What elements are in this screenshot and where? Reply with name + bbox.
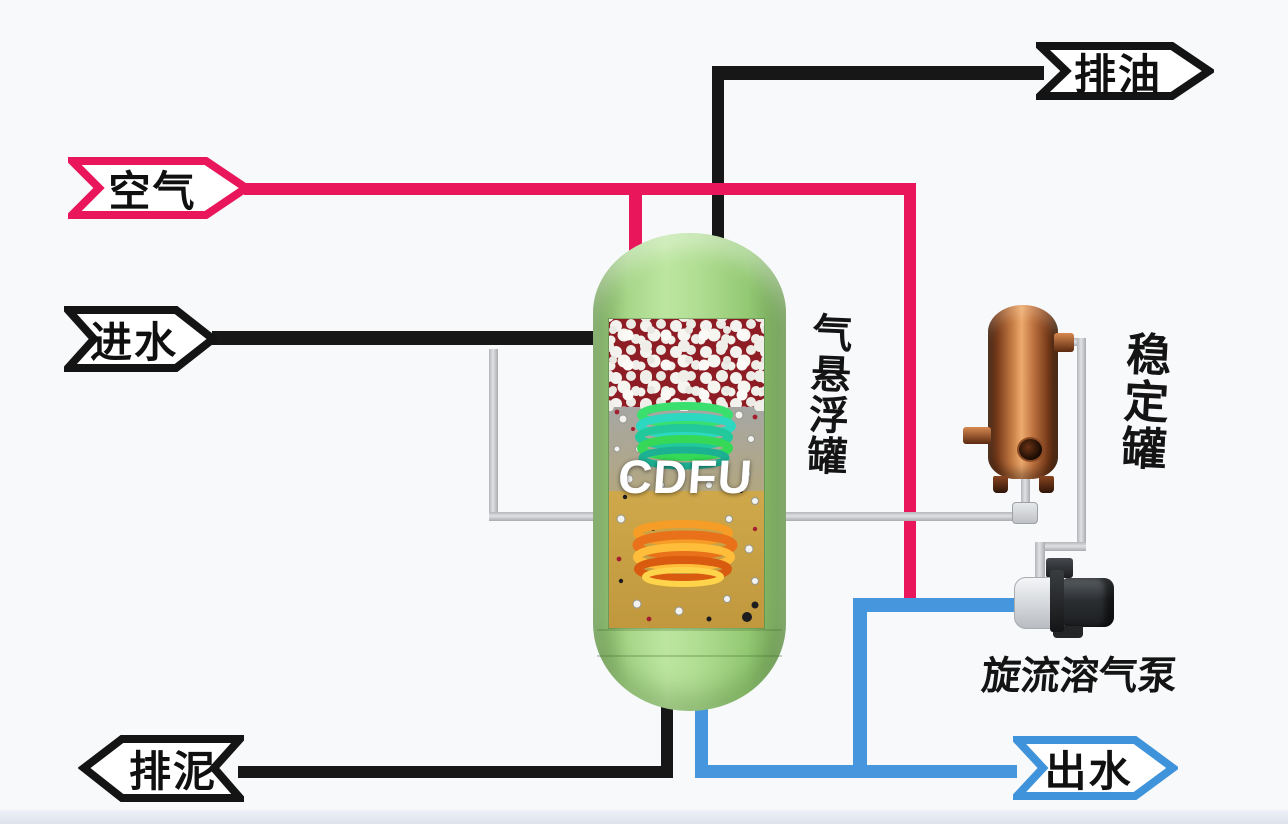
sludge-line-bottom [238,766,673,778]
floor-strip [0,810,1288,824]
tank-port [1017,437,1044,462]
sludge-line-drop [661,698,673,778]
tank-feed-stub [1021,478,1030,518]
banner-shape [1036,42,1214,100]
tank-leg [993,476,1008,493]
banner-water-out: 出水 [1013,736,1178,800]
outflow-riser [853,598,867,778]
air-line-drop-to-pump [904,183,916,598]
banner-label: 空气 [108,167,197,215]
tank-right-nozzle [1054,333,1074,352]
vessel-title: CDFU [616,450,755,503]
banner-sludge-out: 排泥 [78,735,244,802]
vessel-caption: 气悬浮罐 [800,311,852,477]
tank-downpipe [1077,338,1086,550]
air-line-branch-to-vessel [629,189,642,253]
cutaway-graphic [609,319,764,628]
pump-feed-horizontal [1037,542,1086,551]
vessel-seam [597,655,782,657]
banner-shape [78,735,244,802]
banner-shape [64,306,218,372]
banner-label: 进水 [89,318,178,366]
banner-shape [68,157,251,219]
inlet-line [212,331,602,345]
tank-caption: 稳定罐 [1113,329,1172,474]
banner-label: 排油 [1073,50,1162,98]
pump-collar [1050,570,1064,632]
oil-line-riser [712,66,724,252]
pump-caption: 旋流溶气泵 [979,655,1179,698]
banner-water-in: 进水 [64,306,218,372]
pump-motor [1062,578,1114,627]
outflow-drop [695,698,708,778]
tank-left-nozzle [963,427,991,444]
pump-suction-line [853,598,1018,612]
recycle-line-left-drop [489,349,498,517]
banner-air-in: 空气 [68,157,251,219]
banner-oil-out: 排油 [1036,42,1214,100]
air-line-main [244,183,916,195]
oil-line-top [712,66,1044,80]
pump-feed-drop [1035,542,1045,578]
banner-label: 出水 [1044,747,1133,795]
banner-shape [1013,736,1178,800]
vessel-cutaway-window [608,318,765,629]
tank-leg [1039,476,1054,493]
pipe-elbow-fitting [1012,502,1038,524]
banner-label: 排泥 [128,748,217,795]
vessel-seam [597,629,782,631]
cdfu-vessel [593,233,786,711]
